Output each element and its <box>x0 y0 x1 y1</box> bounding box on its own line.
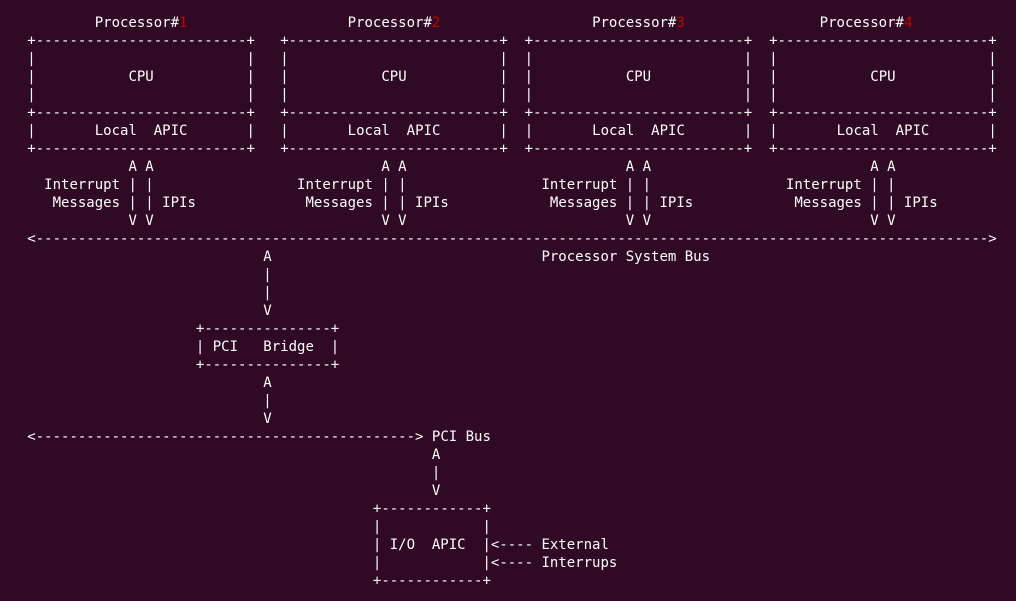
ascii-diagram: Processor#1 Processor#2 Processor#3 Proc… <box>27 15 997 589</box>
